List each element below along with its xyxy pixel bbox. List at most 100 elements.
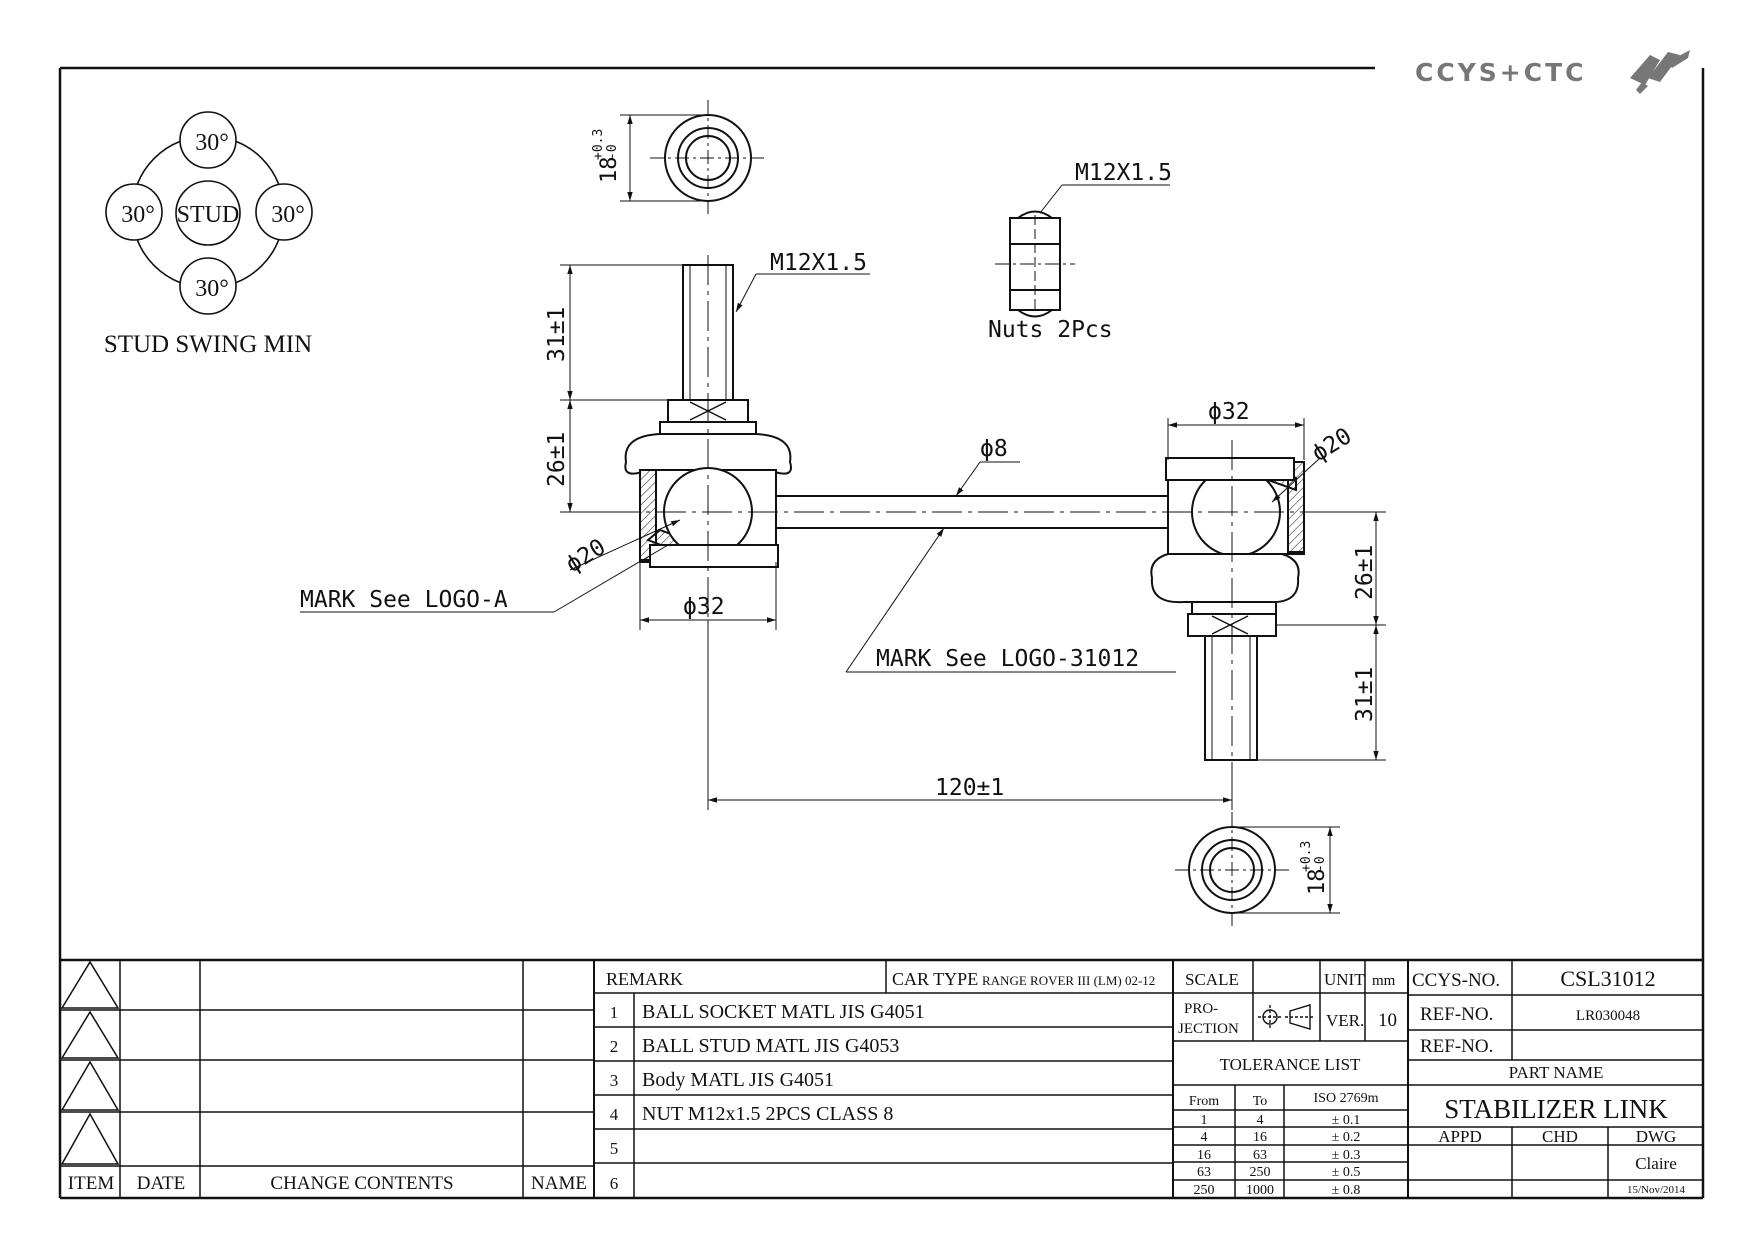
bore-top-value: 18 [597, 157, 622, 184]
title-block: CCYS-NO. CSL31012 REF-NO. LR030048 REF-N… [1412, 966, 1686, 1196]
brand-logo-text: CCYS+CTC [1415, 58, 1587, 87]
ccys-label: CCYS-NO. [1412, 970, 1500, 991]
rev-header-item: ITEM [68, 1173, 115, 1194]
drawer-name: Claire [1635, 1154, 1677, 1173]
unit-label: UNIT [1324, 970, 1365, 989]
projection-label-2: JECTION [1178, 1021, 1239, 1037]
dim-body-right: ϕ32 [1208, 399, 1250, 425]
tol-row-3-iso: ± 0.3 [1332, 1148, 1361, 1163]
projection-label-1: PRO- [1184, 1001, 1218, 1017]
remark-no-6: 6 [610, 1174, 619, 1193]
dimension-lines [300, 264, 1386, 810]
swing-angle-top: 30° [195, 130, 229, 156]
bore-top-tol-upper: +0.3 [591, 129, 606, 160]
remark-text-2: BALL STUD MATL JIS G4053 [642, 1035, 899, 1057]
drawing-date: 15/Nov/2014 [1627, 1184, 1686, 1196]
revision-table: ITEM DATE CHANGE CONTENTS NAME [68, 1173, 587, 1194]
ref-label-2: REF-NO. [1420, 1036, 1493, 1057]
dim-thread-left: M12X1.5 [770, 250, 867, 276]
nut-labels: M12X1.5 Nuts 2Pcs [988, 160, 1172, 343]
tolerance-table: From To ISO 2769m 1 4 ± 0.1 4 16 ± 0.2 1… [1189, 1091, 1379, 1198]
ver-value: 10 [1378, 1010, 1397, 1031]
dim-stud-length-left: 31±1 [544, 307, 570, 362]
dim-length: 120±1 [935, 775, 1004, 801]
ver-label: VER. [1326, 1011, 1364, 1030]
remark-no-4: 4 [610, 1105, 619, 1124]
dim-ball-right: ϕ20 [1307, 423, 1356, 467]
mark-left-label: MARK See LOGO-A [300, 587, 508, 613]
swing-angle-right: 30° [271, 202, 305, 228]
dim-stud-length-right: 31±1 [1352, 667, 1378, 722]
tol-row-4-iso: ± 0.5 [1332, 1165, 1361, 1180]
bottom-bore-dimension: 18 +0.3 -0 [1299, 841, 1330, 895]
dim-rod: ϕ8 [980, 436, 1008, 462]
bore-bottom-value: 18 [1305, 869, 1330, 896]
stud-swing-labels: 30° 30° 30° 30° STUD STUD SWING MIN [104, 130, 312, 358]
top-bore-view [620, 100, 766, 216]
stud-swing-diagram [105, 111, 313, 315]
swing-angle-bottom: 30° [195, 276, 229, 302]
appd-label: APPD [1438, 1127, 1481, 1146]
unit-value: mm [1372, 973, 1396, 989]
projection-symbol-icon [1258, 1004, 1315, 1030]
dim-body-left: ϕ32 [683, 594, 725, 620]
remarks-table: REMARK CAR TYPE RANGE ROVER III (LM) 02-… [606, 969, 1155, 1193]
swing-caption: STUD SWING MIN [104, 331, 312, 358]
tolerance-title: TOLERANCE LIST [1220, 1055, 1361, 1074]
remark-label: REMARK [606, 969, 683, 989]
scale-label: SCALE [1185, 970, 1239, 989]
ccys-number: CSL31012 [1560, 966, 1655, 991]
tol-row-2-from: 4 [1201, 1130, 1208, 1145]
swing-angle-left: 30° [121, 202, 155, 228]
tol-row-1-iso: ± 0.1 [1332, 1113, 1361, 1128]
nut-thread-label: M12X1.5 [1075, 160, 1172, 186]
brand-logo: CCYS+CTC [1415, 50, 1690, 94]
tol-row-5-from: 250 [1194, 1183, 1215, 1198]
ref-number: LR030048 [1576, 1008, 1640, 1024]
tol-header-from: From [1189, 1094, 1219, 1109]
top-bore-dimension: 18 +0.3 -0 [591, 129, 622, 183]
bottom-bore-view [1175, 812, 1340, 928]
tol-row-4-from: 63 [1197, 1165, 1211, 1180]
remark-no-2: 2 [610, 1037, 619, 1056]
center-lines [610, 255, 1340, 770]
remark-no-5: 5 [610, 1139, 619, 1158]
tol-row-4-to: 250 [1250, 1165, 1271, 1180]
part-name-label: PART NAME [1509, 1063, 1604, 1082]
tol-header-to: To [1253, 1094, 1268, 1109]
dim-ball-left: ϕ20 [561, 534, 610, 578]
dwg-label: DWG [1636, 1127, 1677, 1146]
tol-row-5-to: 1000 [1246, 1183, 1274, 1198]
remark-no-1: 1 [610, 1003, 619, 1022]
swing-center-label: STUD [177, 202, 240, 228]
rev-header-name: NAME [531, 1173, 587, 1194]
bore-bottom-tol-upper: +0.3 [1299, 841, 1314, 872]
title-block-grid [60, 958, 1703, 1198]
car-type-value: RANGE ROVER III (LM) 02-12 [982, 973, 1155, 988]
tol-header-iso: ISO 2769m [1314, 1091, 1379, 1106]
spec-block: SCALE UNIT mm PRO- JECTION VER. 10 TOLER… [1178, 970, 1397, 1074]
chd-label: CHD [1542, 1127, 1578, 1146]
tol-row-3-to: 63 [1253, 1148, 1267, 1163]
dim-height-right: 26±1 [1352, 545, 1378, 600]
remark-no-3: 3 [610, 1071, 619, 1090]
remark-text-4: NUT M12x1.5 2PCS CLASS 8 [642, 1103, 893, 1125]
rev-header-changes: CHANGE CONTENTS [270, 1173, 453, 1194]
tol-row-5-iso: ± 0.8 [1332, 1183, 1361, 1198]
bore-bottom-tol-lower: -0 [1313, 856, 1328, 872]
nut-detail [995, 184, 1170, 318]
nut-count-label: Nuts 2Pcs [988, 317, 1113, 343]
tol-row-1-from: 1 [1201, 1113, 1208, 1128]
part-name: STABILIZER LINK [1444, 1094, 1668, 1124]
tol-row-2-to: 16 [1253, 1130, 1267, 1145]
brand-mark-icon [1630, 50, 1690, 94]
dim-height-left: 26±1 [544, 432, 570, 487]
tol-row-3-from: 16 [1197, 1148, 1211, 1163]
tol-row-1-to: 4 [1257, 1113, 1264, 1128]
remark-text-1: BALL SOCKET MATL JIS G4051 [642, 1001, 925, 1023]
mark-right-label: MARK See LOGO-31012 [876, 646, 1139, 672]
rev-header-date: DATE [137, 1173, 186, 1194]
sheet-frame [58, 66, 1705, 1200]
car-type-label: CAR TYPE [892, 969, 978, 989]
